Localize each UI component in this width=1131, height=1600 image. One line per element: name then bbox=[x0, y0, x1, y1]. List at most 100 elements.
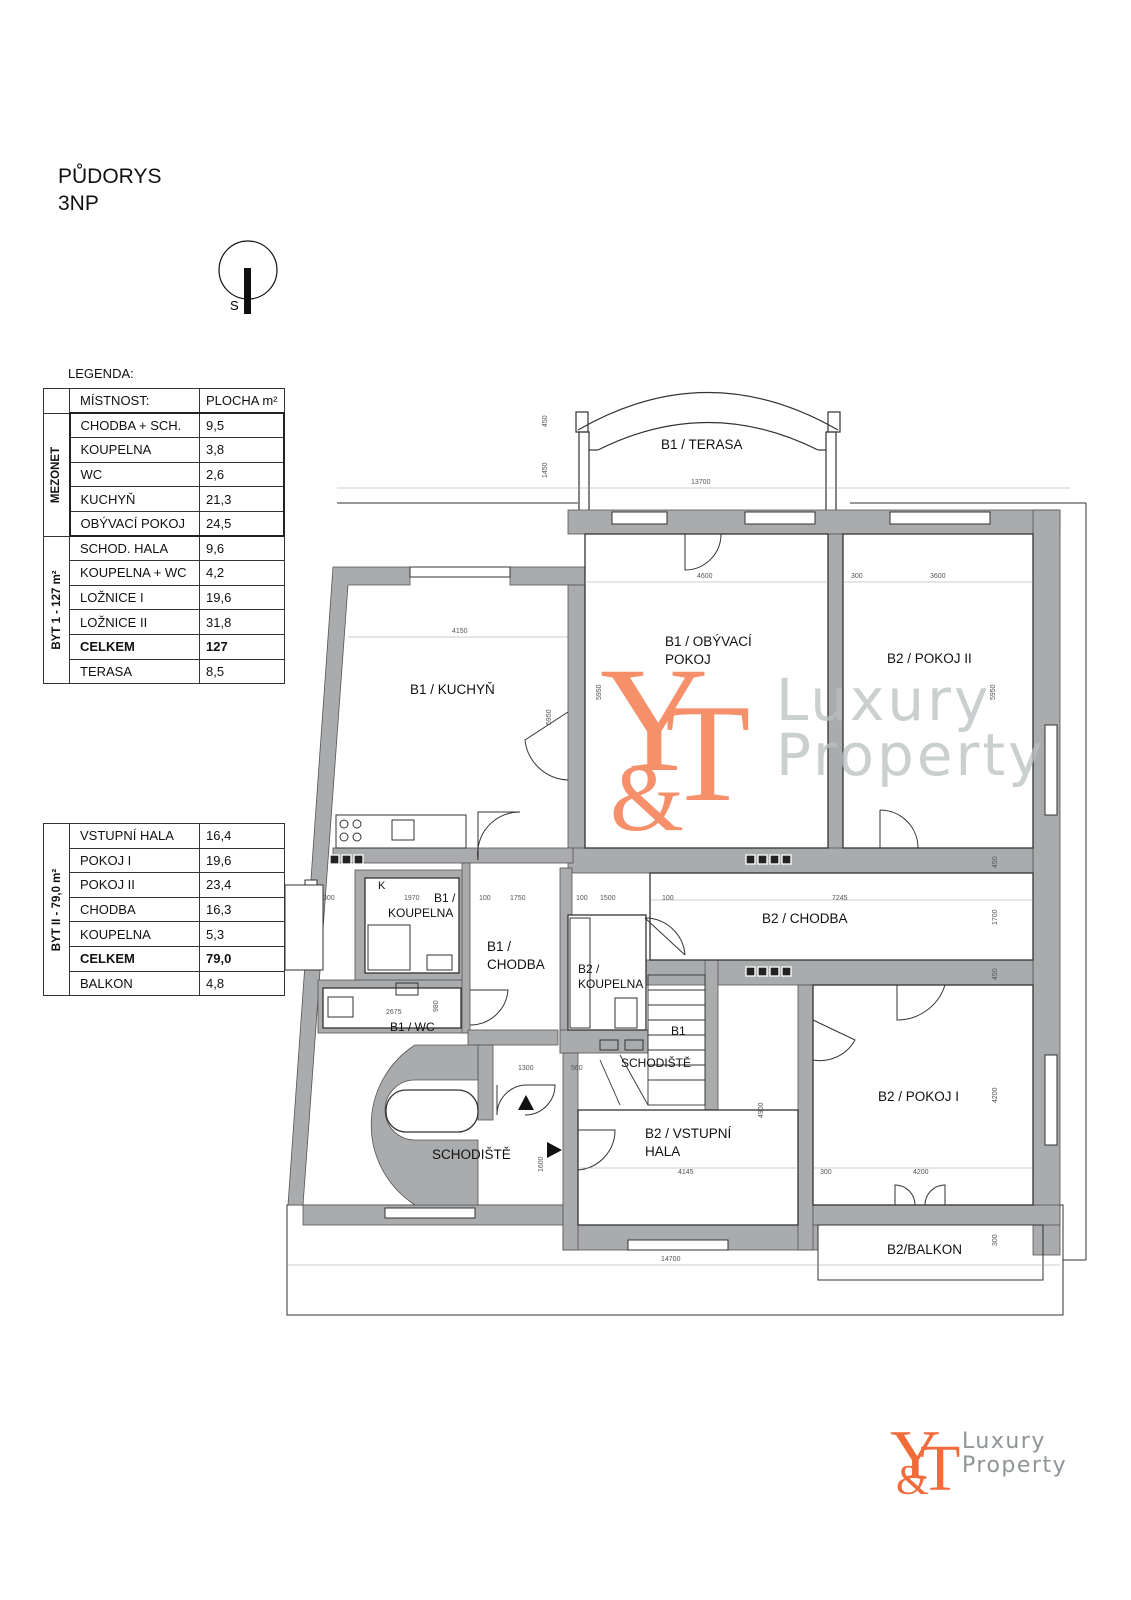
dimension-labels: 13700 4600 300 3600 4150 5950 5950 5950 … bbox=[323, 415, 999, 1263]
wall-pokoj1-south bbox=[812, 1204, 1061, 1226]
wall-mid-horizontal bbox=[567, 847, 1034, 874]
dimension-label: 450 bbox=[992, 968, 999, 980]
entry-arrows bbox=[518, 1095, 562, 1158]
room-cell: KOUPELNA + WC bbox=[69, 560, 200, 586]
room-label-b1-obyvaci-1: B1 / OBÝVACÍ bbox=[665, 634, 752, 649]
room-label-b1-chodba-1: B1 / bbox=[487, 939, 511, 954]
wall-kitchen-east bbox=[567, 584, 586, 864]
legend-header-room: MÍSTNOST: bbox=[69, 388, 200, 414]
watermark-logo-mark: & bbox=[610, 745, 684, 851]
dimension-label: 100 bbox=[662, 895, 674, 902]
watermark-line-1: Luxury bbox=[776, 666, 991, 734]
dimension-label: 560 bbox=[571, 1065, 583, 1072]
room-labels: B1 / TERASA B1 / KUCHYŇ B1 / OBÝVACÍ POK… bbox=[378, 437, 972, 1257]
area-cell: 79,0 bbox=[199, 945, 285, 972]
wall-hala-east bbox=[797, 984, 814, 1251]
room-cell: LOŽNICE I bbox=[69, 584, 200, 611]
balcony bbox=[284, 884, 1044, 1281]
room-label-b1-chodba-2: CHODBA bbox=[487, 957, 545, 972]
room-label-b1-wc: B1 / WC bbox=[390, 1020, 435, 1034]
dimension-label: 300 bbox=[992, 1234, 999, 1246]
room-label-b2-koupelna-1: B2 / bbox=[578, 962, 600, 976]
wall-chodba-lower bbox=[644, 959, 1034, 986]
room-label-b2-koupelna-2: KOUPELNA bbox=[578, 977, 643, 991]
legend-title: LEGENDA: bbox=[68, 366, 134, 381]
room-cell: TERASA bbox=[69, 658, 200, 685]
room-label-b2-balkon: B2/BALKON bbox=[887, 1242, 962, 1257]
room-label-b1-koupelna-2: KOUPELNA bbox=[388, 906, 453, 920]
compass-label: S bbox=[230, 298, 239, 313]
dimension-label: 14700 bbox=[661, 1256, 681, 1263]
room-label-b1-koupelna-1: B1 / bbox=[434, 891, 456, 905]
room-cell: POKOJ I bbox=[69, 847, 200, 874]
dimension-label: 100 bbox=[576, 895, 588, 902]
area-cell: 2,6 bbox=[199, 461, 285, 488]
area-cell: 21,3 bbox=[199, 486, 285, 512]
dimension-label: 5950 bbox=[546, 709, 553, 725]
terrace bbox=[575, 392, 841, 513]
bathtub-b1 bbox=[367, 924, 411, 971]
wall-b1-chodba-east bbox=[461, 862, 471, 1034]
room-cell: CHODBA + SCH. bbox=[69, 412, 200, 439]
title-line-1: PŮDORYS bbox=[58, 165, 162, 188]
vents bbox=[329, 854, 792, 977]
logo-text-line-2: Property bbox=[962, 1453, 1067, 1478]
dimension-label: 4200 bbox=[992, 1087, 999, 1103]
doors bbox=[469, 533, 946, 1206]
dimension-label: 1700 bbox=[992, 909, 999, 925]
dimension-label: 980 bbox=[433, 1000, 440, 1012]
dimension-label: 4200 bbox=[913, 1169, 929, 1176]
dimension-label: 100 bbox=[479, 895, 491, 902]
room-label-b2-pokoj1: B2 / POKOJ I bbox=[878, 1089, 959, 1104]
area-cell: 9,5 bbox=[199, 412, 285, 439]
title-line-2: 3NP bbox=[58, 192, 99, 215]
area-cell: 9,6 bbox=[199, 535, 285, 562]
wall-kitchen-bottom bbox=[332, 847, 574, 864]
area-cell: 16,3 bbox=[199, 896, 285, 923]
room-cell: LOŽNICE II bbox=[69, 609, 200, 635]
dimension-label: 7245 bbox=[832, 895, 848, 902]
dimension-label: 4900 bbox=[758, 1102, 765, 1118]
room-label-b2-vstupni-2: HALA bbox=[645, 1144, 680, 1159]
logo-text-line-1: Luxury bbox=[962, 1429, 1046, 1454]
dimension-label: 300 bbox=[851, 573, 863, 580]
dimension-label: 1500 bbox=[600, 895, 616, 902]
logo-mark-amp: & bbox=[896, 1458, 929, 1500]
wall-spiral-stair bbox=[370, 1044, 479, 1206]
dimension-label: 1600 bbox=[538, 1156, 545, 1172]
page-title: PŮDORYS 3NP bbox=[58, 163, 161, 217]
dimension-label: 1750 bbox=[510, 895, 526, 902]
area-cell: 24,5 bbox=[199, 510, 285, 538]
watermark: Y T & Luxury Property bbox=[600, 637, 1042, 851]
legend-table-unit1: MÍSTNOST: PLOCHA m² MEZONET CHODBA + SCH… bbox=[43, 388, 285, 685]
area-cell: 3,8 bbox=[199, 437, 285, 463]
dimension-label: 4145 bbox=[678, 1169, 694, 1176]
room-cell: BALKON bbox=[69, 970, 200, 997]
watermark-logo-mark: T bbox=[665, 676, 751, 831]
room-floors bbox=[322, 533, 1034, 1226]
room-label-k-mark: K bbox=[378, 880, 386, 892]
room-label-b2-vstupni-1: B2 / VSTUPNÍ bbox=[645, 1126, 732, 1141]
room-label-b2-chodba: B2 / CHODBA bbox=[762, 911, 848, 926]
north-arrow-icon: S bbox=[218, 240, 278, 314]
room-label-schodiste: SCHODIŠTĚ bbox=[432, 1147, 511, 1162]
dimension-label: 4150 bbox=[452, 628, 468, 635]
room-label-b1-terasa: B1 / TERASA bbox=[661, 437, 743, 452]
logo-mark-y: Y bbox=[890, 1417, 941, 1494]
logo-mark-t: T bbox=[920, 1432, 960, 1500]
dimension-label: 300 bbox=[323, 895, 335, 902]
dimension-label: 1450 bbox=[542, 462, 549, 478]
wall-stair-core-v bbox=[477, 1044, 494, 1121]
fixtures bbox=[327, 814, 644, 1051]
